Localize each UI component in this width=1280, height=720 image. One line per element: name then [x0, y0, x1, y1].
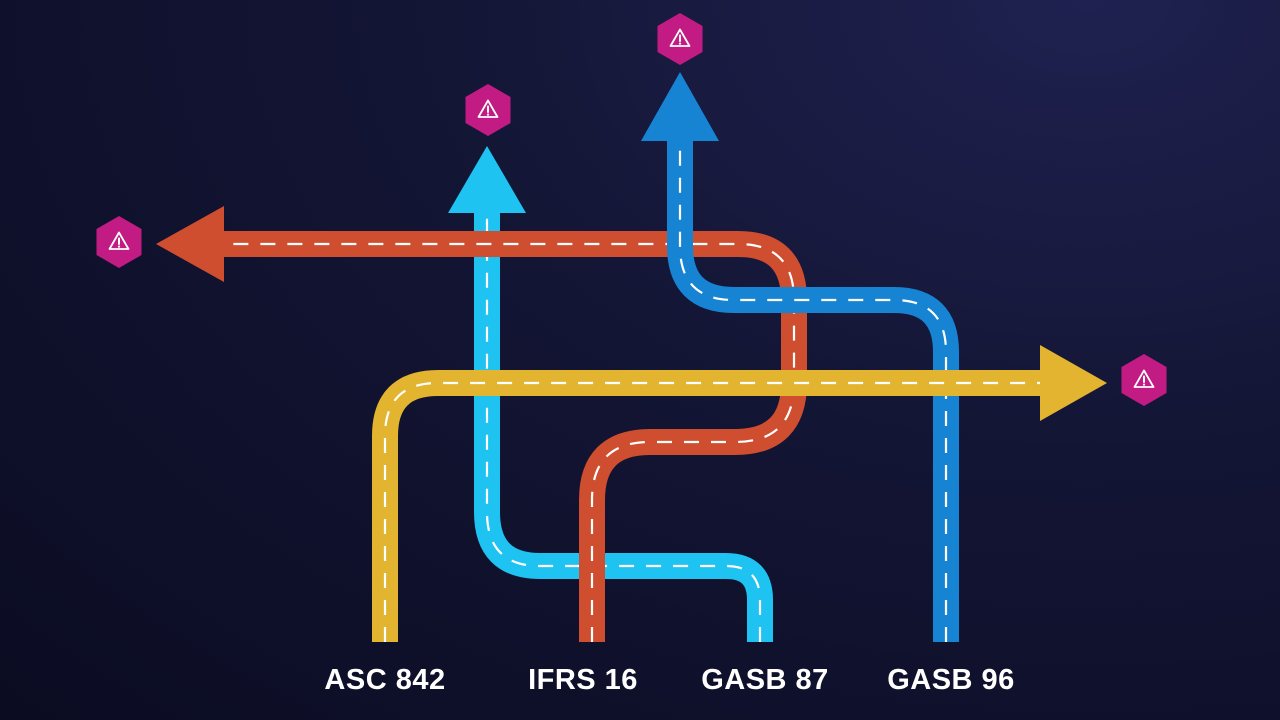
- warning-badge-gasb96: [657, 13, 703, 65]
- road-gasb87-arrowhead: [448, 146, 526, 213]
- road-gasb96-lane: [678, 136, 948, 642]
- road-gasb87-lane: [485, 208, 762, 642]
- warning-badge-ifrs16: [96, 216, 142, 268]
- road-label-asc842: ASC 842: [324, 664, 446, 696]
- road-asc842-arrowhead: [1040, 345, 1107, 421]
- road-ifrs16-arrowhead: [156, 206, 224, 282]
- road-gasb87-body: [474, 208, 773, 642]
- road-gasb87: [448, 146, 773, 642]
- road-label-ifrs16: IFRS 16: [528, 664, 638, 696]
- road-gasb96-arrowhead: [641, 72, 719, 141]
- road-asc842-lane: [383, 381, 1044, 642]
- road-gasb96: [641, 72, 959, 642]
- road-label-gasb96: GASB 96: [887, 664, 1015, 696]
- road-asc842: [372, 345, 1107, 642]
- warning-badge-asc842: [1121, 354, 1167, 406]
- road-ifrs16: [156, 206, 807, 642]
- warning-badge-gasb87: [465, 84, 511, 136]
- road-label-gasb87: GASB 87: [701, 664, 829, 696]
- road-ifrs16-lane: [220, 242, 796, 642]
